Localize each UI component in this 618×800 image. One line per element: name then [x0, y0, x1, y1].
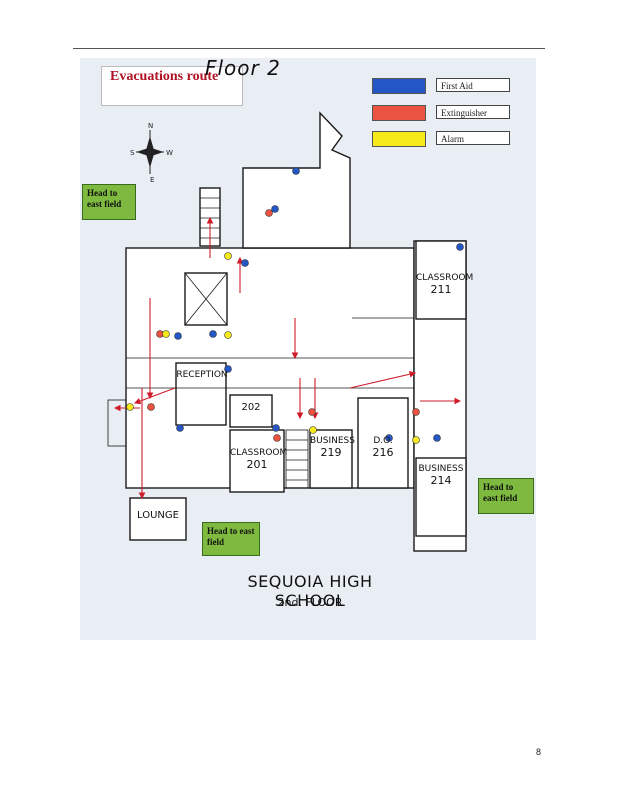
business-214-name: BUSINESS [418, 464, 464, 474]
business-214-label: BUSINESS 214 [416, 464, 466, 486]
reception-label: RECEPTION [176, 370, 228, 380]
reception-room [175, 362, 227, 426]
first-aid-marker [241, 259, 249, 267]
compass-north: N [148, 122, 153, 130]
compass-rose [136, 130, 164, 174]
legend-swatch-first-aid [372, 78, 426, 94]
classroom-201-number: 201 [246, 458, 268, 471]
alarm-marker [412, 436, 420, 444]
legend-label-first-aid: First Aid [436, 78, 510, 92]
first-aid-marker [209, 330, 217, 338]
classroom-211-name: CLASSROOM [416, 273, 474, 283]
legend-label-extinguisher: Extinguisher [436, 105, 510, 119]
room-202-label: 202 [241, 402, 261, 413]
north-tower-outline [242, 111, 351, 249]
alarm-marker [224, 331, 232, 339]
east-exit-note: Head to east field [478, 478, 534, 514]
compass-south: S [130, 149, 135, 157]
legend-swatch-alarm [372, 131, 426, 147]
classroom-201-name: CLASSROOM [230, 448, 288, 458]
floor-caption: 2nd. FLOOR [277, 596, 343, 609]
evacuation-route-arrows [113, 216, 462, 500]
classroom-211-room [415, 240, 467, 320]
floor-handwritten: Floor 2 [205, 58, 281, 80]
first-aid-marker [224, 365, 232, 373]
first-aid-marker [176, 424, 184, 432]
first-aid-marker [271, 205, 279, 213]
lounge-label: LOUNGE [137, 510, 179, 521]
business-214-number: 214 [430, 474, 452, 487]
business-219-label: BUSINESS 219 [310, 436, 355, 459]
header-rule [73, 48, 545, 49]
business-219-room [309, 429, 353, 489]
evacuation-map: N E S W [80, 58, 536, 640]
do-216-name: D.O. [373, 436, 393, 446]
west-exit-note: Head to east field [82, 184, 136, 220]
room-202 [229, 394, 273, 428]
page-number: 8 [536, 747, 542, 757]
do-216-label: D.O. 216 [358, 436, 408, 458]
alarm-marker [126, 403, 134, 411]
extinguisher-marker [308, 408, 316, 416]
legend-label-alarm: Alarm [436, 131, 510, 145]
elevator-cross-b [184, 272, 228, 326]
first-aid-marker [433, 434, 441, 442]
school-name-caption: SEQUOIA HIGH SCHOOL [247, 572, 373, 610]
compass-east: E [150, 176, 154, 184]
alarm-marker [309, 426, 317, 434]
south-exit-note: Head to east field [202, 522, 260, 556]
do-216-room [357, 397, 409, 489]
extinguisher-marker [412, 408, 420, 416]
first-aid-marker [385, 434, 393, 442]
lounge-room [129, 497, 187, 541]
alarm-marker [224, 252, 232, 260]
route-arrow [133, 387, 176, 405]
classroom-201-label: CLASSROOM 201 [230, 448, 288, 471]
floor-plan: N E S W [107, 111, 467, 552]
business-214-room [415, 457, 467, 537]
central-stair [285, 429, 309, 489]
extinguisher-marker [265, 209, 273, 217]
west-exit-stair [107, 399, 127, 447]
alarm-marker [162, 330, 170, 338]
classroom-211-label: CLASSROOM 211 [416, 273, 474, 296]
first-aid-marker [292, 167, 300, 175]
business-219-number: 219 [320, 446, 342, 459]
route-arrow [349, 371, 417, 389]
do-216-number: 216 [372, 446, 394, 459]
map-title: Evacuations route [101, 66, 243, 106]
business-219-name: BUSINESS [310, 436, 355, 446]
extinguisher-marker [147, 403, 155, 411]
classroom-211-number: 211 [430, 283, 452, 296]
first-aid-marker [272, 424, 280, 432]
extinguisher-marker [273, 434, 281, 442]
safety-markers [126, 167, 464, 444]
compass-west: W [166, 149, 173, 157]
legend-swatch-extinguisher [372, 105, 426, 121]
first-aid-marker [456, 243, 464, 251]
first-aid-marker [174, 332, 182, 340]
